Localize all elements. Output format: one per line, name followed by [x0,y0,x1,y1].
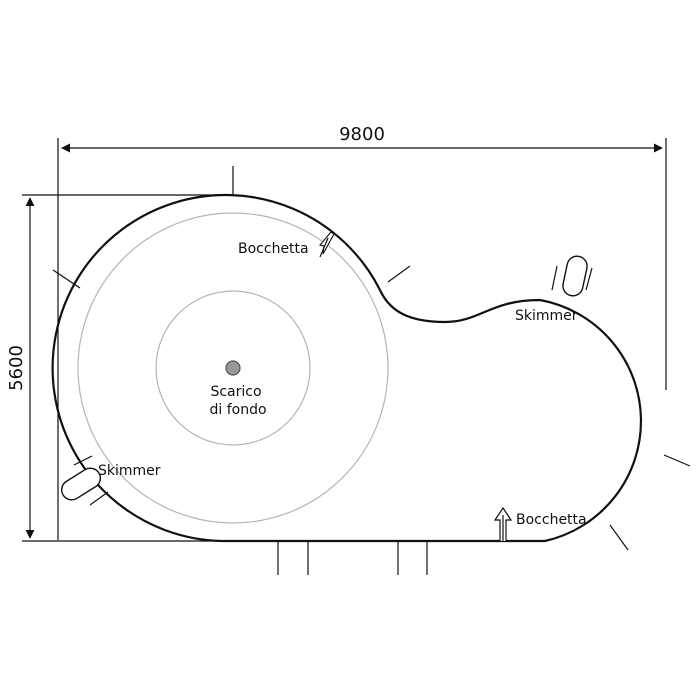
skimmer-left-label: Skimmer [98,463,161,479]
skimmer-left: Skimmer [60,455,161,506]
inner-circle-small [155,290,311,446]
nozzle-top: Bocchetta [238,231,335,258]
main-drain-icon [225,360,241,376]
pool-outline [51,194,643,543]
width-dimension-label: 9800 [339,124,385,145]
inner-circle-large [77,212,389,524]
width-dimension: 9800 [57,124,667,540]
outline-ticks [52,166,691,551]
nozzle-bottom: Bocchetta [493,506,587,541]
skimmer-right-icon [562,255,588,297]
bottom-support-lines [277,541,428,575]
skimmer-left-icon [60,467,102,501]
nozzle-bottom-label: Bocchetta [516,512,587,528]
nozzle-top-label: Bocchetta [238,241,309,257]
height-dimension-label: 5600 [6,345,27,391]
skimmer-right-label: Skimmer [515,308,578,324]
height-dimension: 5600 [6,194,230,542]
skimmer-right: Skimmer [515,255,593,324]
main-drain-label-line2: di fondo [209,402,266,418]
main-drain-label-line1: Scarico [210,384,261,400]
